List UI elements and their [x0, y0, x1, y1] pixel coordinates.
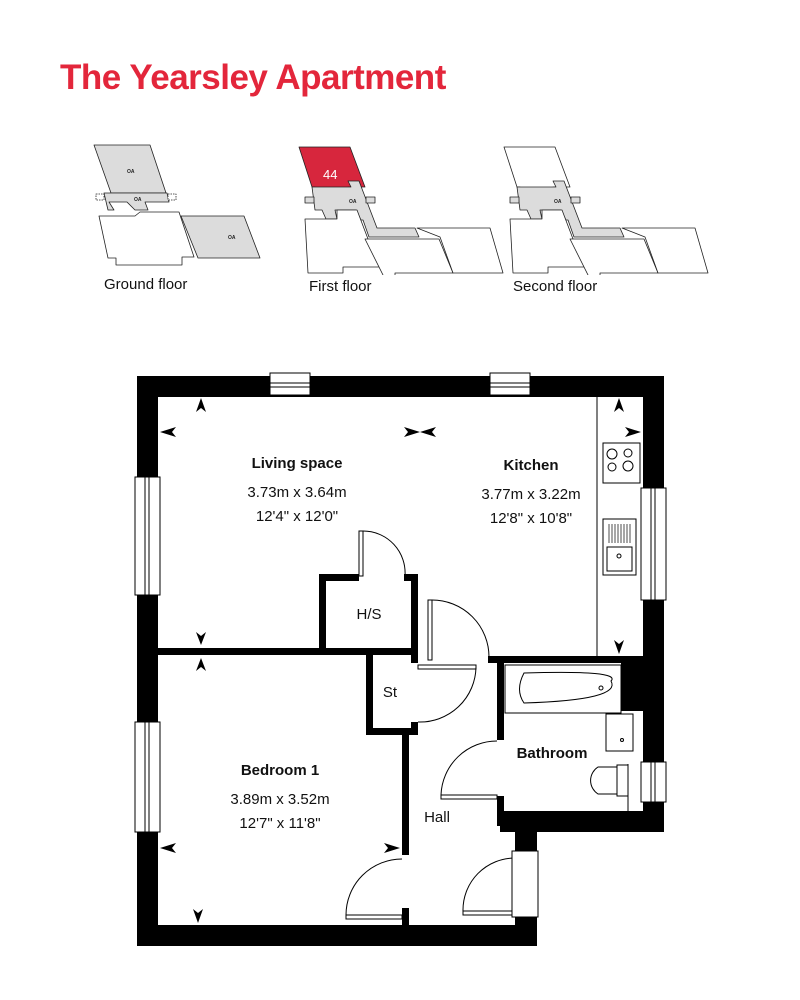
bath-icon	[504, 664, 622, 714]
hob-icon	[602, 442, 641, 484]
sink-icon	[602, 518, 637, 576]
room-name-hs: H/S	[356, 606, 381, 623]
key-plan-area-label: OA	[228, 235, 236, 241]
key-plan-area-label: OA	[554, 199, 562, 205]
toilet-icon	[590, 766, 618, 795]
key-plan-first-floor: 44 OA	[298, 146, 504, 275]
dimension-arrows	[160, 398, 641, 923]
key-plan-ground-floor: OA OA OA	[93, 144, 261, 266]
room-name-living: Living space	[252, 455, 343, 472]
room-name-kitchen: Kitchen	[503, 457, 558, 474]
unit-number-badge: 44	[323, 167, 337, 182]
room-dims-metric-bedroom: 3.89m x 3.52m	[230, 791, 329, 808]
key-plan-area-label: OA	[349, 199, 357, 205]
page-title: The Yearsley Apartment	[60, 58, 446, 97]
bathroom-fittings	[504, 664, 634, 811]
basin-icon	[605, 713, 634, 752]
key-plan-second-floor: OA	[503, 146, 709, 275]
room-dims-metric-kitchen: 3.77m x 3.22m	[481, 486, 580, 503]
key-plan-label-second: Second floor	[513, 278, 598, 295]
room-name-hall: Hall	[424, 809, 450, 826]
room-dims-imperial-living: 12'4" x 12'0"	[256, 508, 338, 525]
key-plan-area-label: OA	[127, 169, 135, 175]
key-plan-label-first: First floor	[309, 278, 372, 295]
room-name-bathroom: Bathroom	[517, 745, 588, 762]
key-plan-label-ground: Ground floor	[104, 276, 188, 293]
room-name-bedroom: Bedroom 1	[241, 762, 319, 779]
room-dims-imperial-bedroom: 12'7" x 11'8"	[239, 815, 320, 832]
room-name-store: St	[383, 684, 398, 701]
key-plan-area-label: OA	[134, 197, 142, 203]
kitchen-fittings	[596, 397, 641, 656]
windows	[134, 372, 667, 833]
doors	[345, 530, 539, 920]
room-dims-imperial-kitchen: 12'8" x 10'8"	[490, 510, 572, 527]
walls	[137, 376, 664, 946]
room-labels: Living space 3.73m x 3.64m 12'4" x 12'0"…	[230, 455, 587, 832]
room-dims-metric-living: 3.73m x 3.64m	[247, 484, 346, 501]
